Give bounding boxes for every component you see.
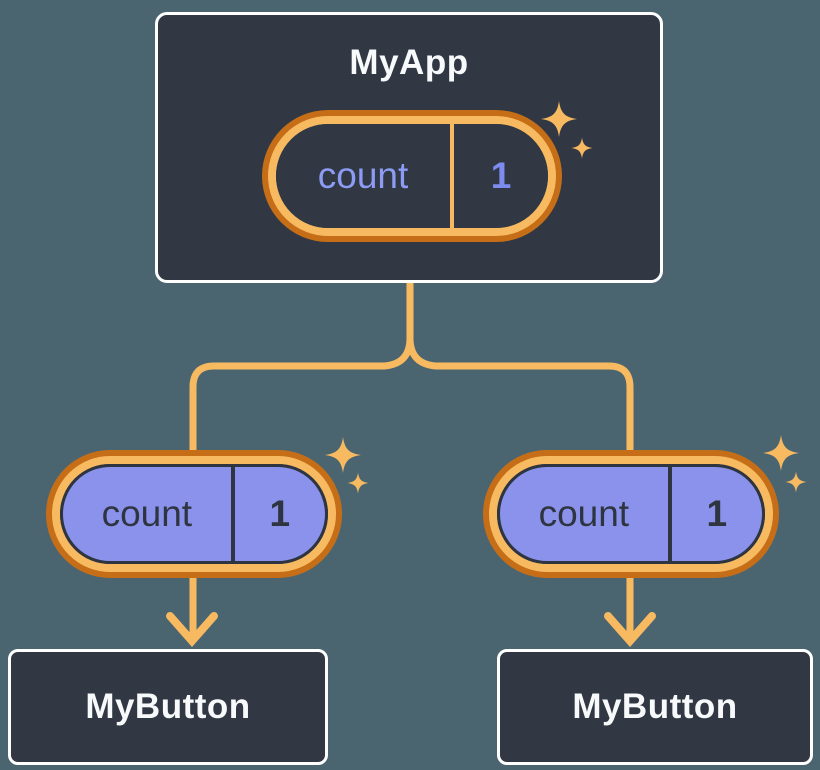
- child-state-pill-body: count 1: [497, 464, 765, 564]
- root-state-pill: count 1: [268, 116, 556, 236]
- child-state-pill-right: count 1: [489, 456, 773, 572]
- child-component-title: MyButton: [85, 687, 251, 726]
- state-label: count: [101, 493, 193, 534]
- state-value: 1: [490, 155, 512, 196]
- pill-divider: [450, 124, 455, 228]
- sparkle-icon: [325, 437, 361, 473]
- state-value: 1: [269, 493, 291, 534]
- sparkle-icon: [785, 471, 807, 493]
- child-state-pill-left: count 1: [52, 456, 336, 572]
- root-state-pill-body: count 1: [276, 124, 548, 228]
- arrowhead-left-icon: [166, 612, 218, 648]
- child-component-card-right: MyButton: [497, 649, 813, 765]
- state-value: 1: [706, 493, 728, 534]
- sparkle-icon: [763, 435, 799, 471]
- sparkle-icon: [347, 472, 369, 494]
- root-component-title: MyApp: [349, 43, 469, 82]
- child-component-card-left: MyButton: [8, 649, 328, 765]
- arrowhead-right-icon: [604, 612, 656, 648]
- state-label: count: [538, 493, 630, 534]
- pill-divider: [667, 467, 672, 561]
- child-state-pill-body: count 1: [60, 464, 328, 564]
- state-label: count: [317, 155, 409, 196]
- child-component-title: MyButton: [572, 687, 738, 726]
